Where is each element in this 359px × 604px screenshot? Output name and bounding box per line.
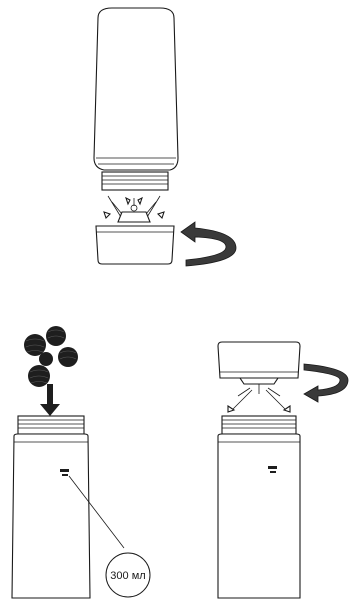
ingredient-ball [39, 352, 53, 366]
blade-assembly-bottom [227, 384, 291, 413]
capacity-label: 300 мл [110, 570, 145, 582]
curved-arrow-clockwise-icon [303, 363, 349, 403]
blade-assembly-top [103, 195, 165, 223]
cup-upright-right [217, 415, 301, 599]
blade-base-bottom [217, 341, 301, 385]
cup-upright-left [11, 415, 91, 599]
step-1-assembly [93, 7, 237, 267]
step-2-add-ingredients: 300 мл [11, 326, 151, 599]
capacity-callout: 300 мл [68, 475, 151, 598]
down-arrow-icon [40, 384, 60, 416]
callout-circle [105, 552, 151, 598]
capacity-marker-right [268, 466, 277, 473]
capacity-marker [60, 469, 69, 476]
ingredients-group [24, 326, 78, 387]
cup-upside-down [93, 7, 179, 191]
step-3-attach-blade [217, 341, 349, 599]
curved-arrow-counterclockwise-icon [180, 221, 237, 267]
blade-base-top [95, 225, 175, 265]
